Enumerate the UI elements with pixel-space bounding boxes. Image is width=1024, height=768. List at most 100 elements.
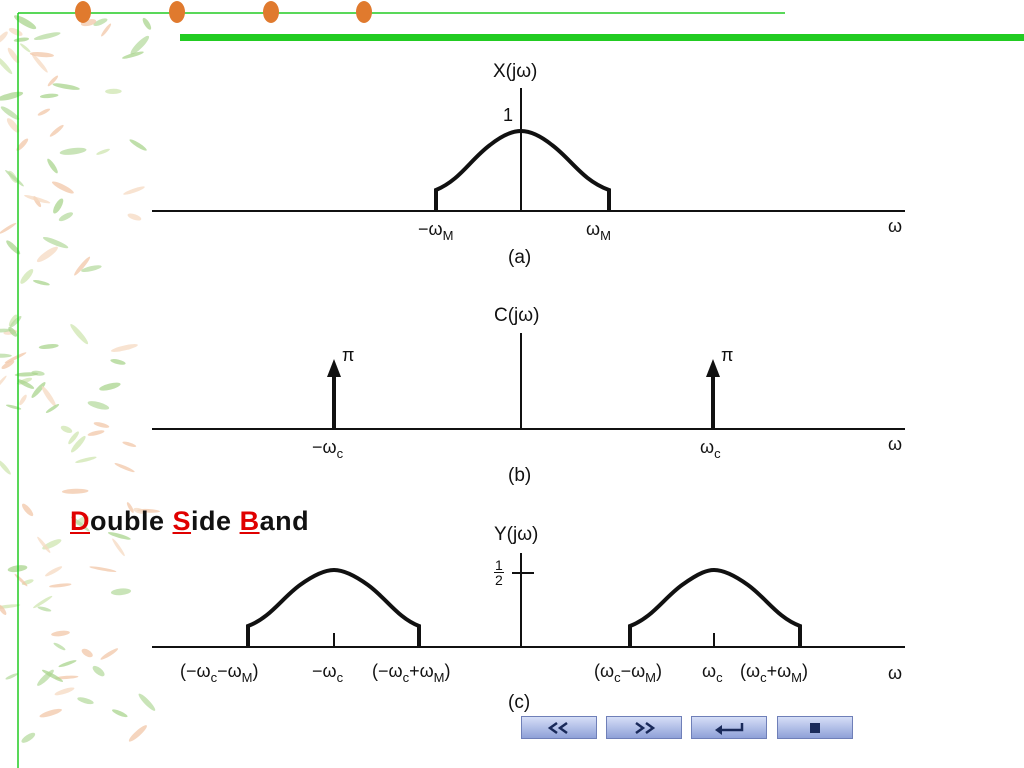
leaf-mark [51, 181, 74, 194]
leaf-mark [92, 665, 105, 677]
leaf-mark [36, 246, 58, 263]
plot-c-axis-label: ω [888, 663, 903, 683]
leaf-mark [45, 404, 60, 413]
leaf-mark [114, 463, 135, 473]
leaf-mark [31, 382, 46, 398]
leaf-mark [81, 265, 102, 272]
leaf-mark [0, 91, 24, 101]
plot-b-axis-label: ω [888, 434, 903, 454]
leaf-mark [31, 53, 48, 73]
leaf-mark [0, 353, 12, 358]
return-button[interactable] [691, 716, 767, 739]
leaf-mark [128, 725, 147, 742]
next-button[interactable] [606, 716, 682, 739]
leaf-mark [126, 502, 134, 513]
plot-c-right-band-curve [628, 567, 802, 647]
leaf-mark [6, 118, 20, 133]
heading-word-rest-3: and [259, 506, 310, 536]
leaf-mark [0, 604, 7, 615]
leaf-mark [138, 693, 156, 711]
plot-b-impulse-right-label: π [721, 345, 734, 365]
stop-square-icon [810, 722, 820, 733]
leaf-mark [53, 198, 64, 214]
plot-a-ylabel: X(jω) [493, 61, 538, 82]
leaf-mark [49, 124, 64, 137]
leaf-mark [39, 93, 59, 99]
leaf-mark [21, 732, 36, 743]
leaf-mark [87, 430, 105, 436]
leaf-mark [22, 503, 34, 517]
leaf-mark [112, 709, 128, 718]
leaf-mark [130, 35, 150, 55]
leaf-mark [0, 31, 8, 44]
leaf-mark [16, 138, 29, 151]
plot-b-tick-pos: ωc [700, 437, 721, 461]
leaf-mark [68, 431, 79, 445]
leaf-mark [37, 536, 51, 553]
leaf-mark [51, 630, 70, 637]
previous-button[interactable] [521, 716, 597, 739]
leaf-mark [54, 675, 79, 680]
bullet-dot [263, 1, 279, 23]
leaf-mark [0, 106, 20, 120]
heading-initial-b: B [239, 506, 260, 536]
plot-c: Y(jω) 1 2 (−ωc−ωM) −ωc (−ωc+ωM) (ωc−ωM) … [152, 524, 905, 713]
plot-c-ylabel: Y(jω) [494, 524, 539, 545]
leaf-mark [0, 375, 7, 391]
plot-b: C(jω) π π −ωc ωc ω (b) [152, 305, 905, 486]
stop-button[interactable] [777, 716, 853, 739]
leaf-mark [110, 344, 138, 352]
leaf-mark [47, 75, 59, 87]
plot-a-caption: (a) [508, 247, 532, 268]
bullet-dot [356, 1, 372, 23]
leaf-mark [77, 697, 94, 705]
leaf-mark [0, 604, 21, 609]
leaf-mark [52, 83, 80, 90]
leaf-mark [89, 566, 117, 573]
plot-c-right-upper-edge: (ωc+ωM) [740, 661, 808, 685]
leaf-mark [0, 459, 11, 475]
plot-c-half-label: 1 2 [494, 557, 504, 588]
leaf-mark [0, 56, 13, 75]
leaf-mark [8, 326, 18, 337]
plot-c-graphics [152, 553, 905, 648]
leaf-mark [81, 648, 93, 658]
double-chevron-right-icon [635, 721, 656, 734]
leaf-mark [20, 269, 34, 284]
leaf-mark [4, 352, 27, 364]
leaf-mark [110, 588, 132, 596]
leaf-mark [5, 169, 24, 187]
heading-word-rest-1: ouble [90, 506, 165, 536]
plot-b-impulse-left-label: π [342, 345, 355, 365]
leaf-mark [122, 441, 137, 448]
leaf-mark [37, 606, 52, 612]
plot-a-peak-label: 1 [503, 105, 514, 125]
plot-c-left-upper-edge: (−ωc+ωM) [372, 661, 451, 685]
leaf-mark [14, 372, 39, 377]
leaf-mark [33, 32, 61, 40]
leaf-mark [93, 18, 108, 27]
leaf-mark [99, 382, 121, 391]
leaf-mark [58, 660, 77, 668]
plot-b-graphics [152, 333, 905, 430]
leaf-mark [41, 386, 56, 407]
leaf-mark [60, 425, 73, 434]
leaf-mark [39, 708, 62, 718]
plot-a-tick-pos: ωM [586, 219, 611, 243]
leaf-pattern [0, 15, 160, 743]
plot-c-left-band-curve [246, 567, 421, 647]
plot-a-axis-label: ω [888, 216, 903, 236]
leaf-mark [49, 583, 72, 588]
leaf-mark [127, 213, 142, 221]
bullet-dot [169, 1, 185, 23]
leaf-mark [20, 43, 31, 53]
leaf-mark [17, 379, 35, 389]
leaf-mark [142, 17, 152, 30]
heading-initial-d: D [70, 506, 90, 536]
leaf-mark [93, 422, 110, 428]
leaf-mark [13, 15, 37, 30]
leaf-mark [133, 507, 146, 514]
leaf-mark [58, 212, 73, 222]
leaf-mark [33, 595, 53, 609]
